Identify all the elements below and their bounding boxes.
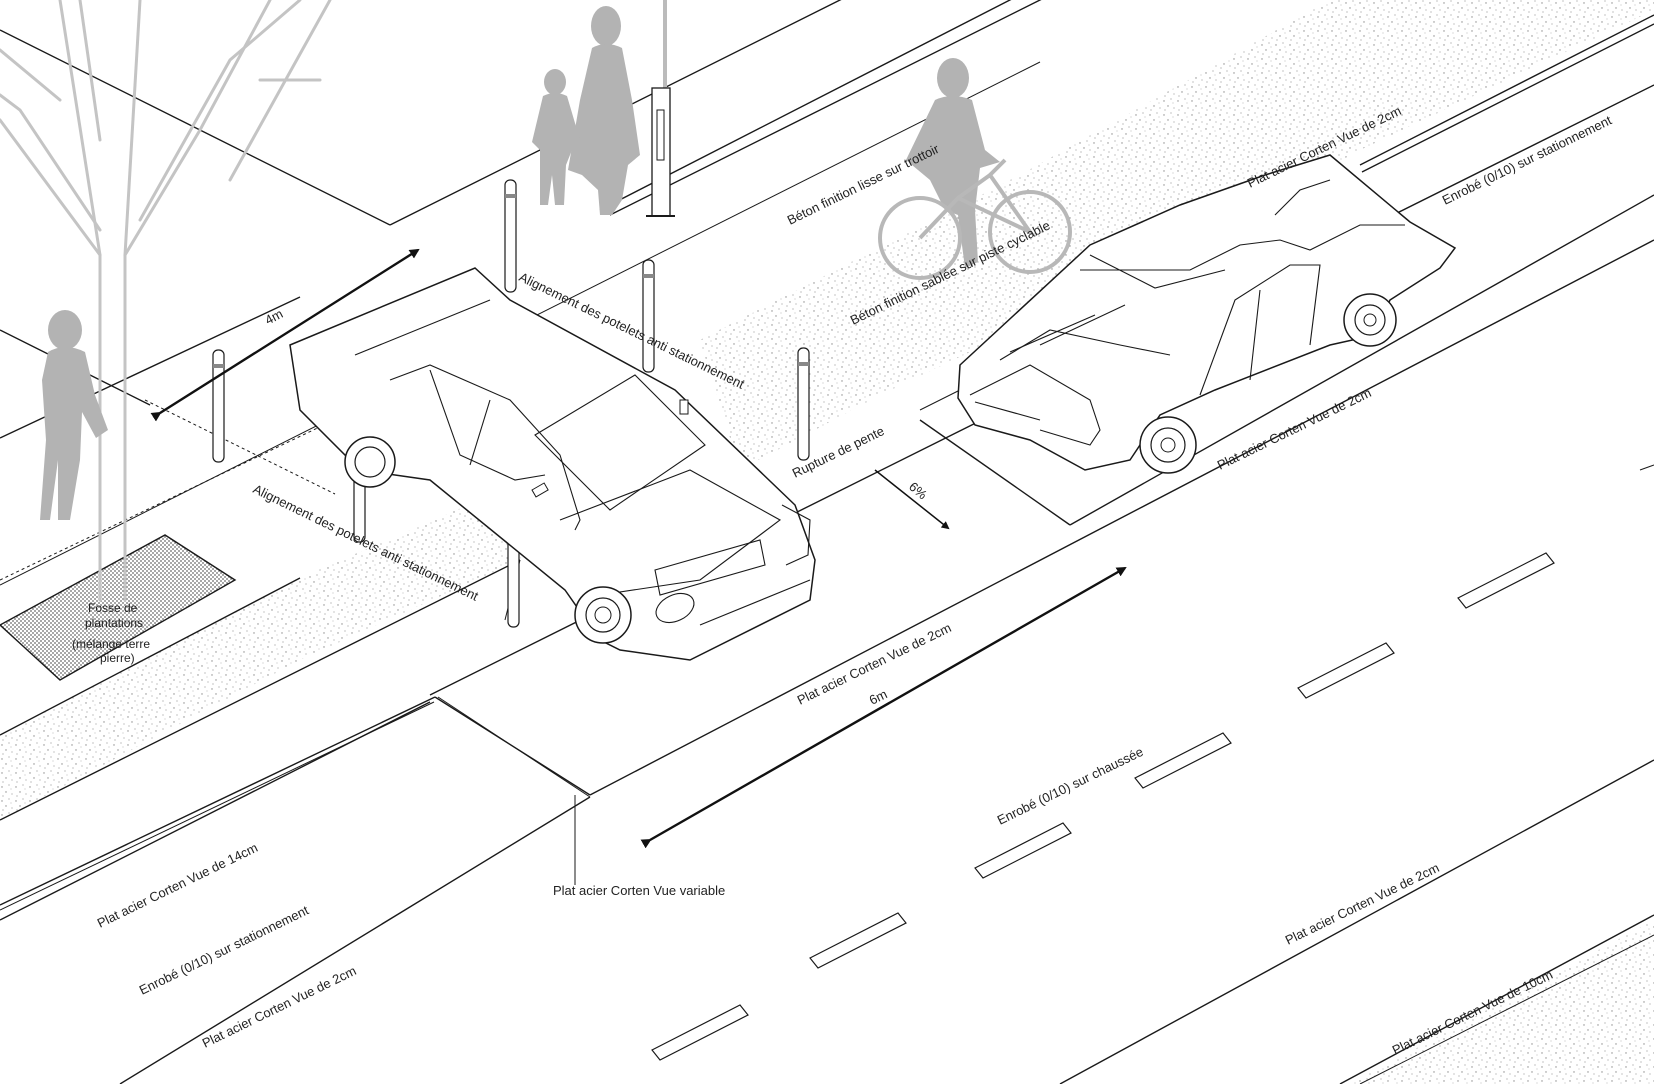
- label-fosse-line4: pierre): [100, 651, 135, 665]
- label-enrobe-stationnement-right: Enrobé (0/10) sur stationnement: [1440, 112, 1614, 207]
- label-enrobe-chaussee: Enrobé (0/10) sur chaussée: [995, 744, 1146, 828]
- label-corten-14cm: Plat acier Corten Vue de 14cm: [95, 840, 260, 931]
- dimension-6m-arrow: [640, 566, 1127, 849]
- cyclist-silhouette: [878, 58, 1072, 280]
- label-fosse-line1: Fosse de: [88, 601, 138, 615]
- lane-markings: [651, 552, 1555, 1061]
- dimension-arrows: [150, 248, 1127, 849]
- label-fosse-line2: plantations: [85, 616, 143, 630]
- pedestrian-adult: [568, 6, 640, 215]
- label-6m: 6m: [867, 686, 890, 707]
- label-fosse-line3: (mélange terre: [72, 637, 150, 651]
- slope-arrow: [874, 469, 950, 530]
- label-beton-lisse: Béton finition lisse sur trottoir: [785, 141, 942, 228]
- pedestrian-woman-left: [40, 310, 108, 520]
- bollard: [642, 259, 655, 373]
- label-corten-variable: Plat acier Corten Vue variable: [553, 883, 725, 898]
- left-gravel-band: [0, 465, 560, 820]
- tree-silhouette: [0, 0, 332, 602]
- label-corten-2cm-bottom-left: Plat acier Corten Vue de 2cm: [200, 963, 359, 1051]
- label-corten-2cm-bottom-right: Plat acier Corten Vue de 2cm: [1283, 860, 1442, 948]
- tree-pit: [0, 534, 237, 681]
- pedestrian-child: [532, 69, 580, 205]
- lamp-post: [646, 0, 675, 217]
- bollard: [212, 349, 225, 463]
- dimension-4m-arrow: [150, 248, 420, 422]
- bollard: [797, 347, 810, 461]
- label-pente: 6%: [906, 479, 930, 503]
- label-4m: 4m: [262, 306, 285, 328]
- coupe-car-right: [957, 154, 1457, 474]
- bottom-right-gravel: [1350, 920, 1654, 1084]
- bollard: [504, 179, 517, 293]
